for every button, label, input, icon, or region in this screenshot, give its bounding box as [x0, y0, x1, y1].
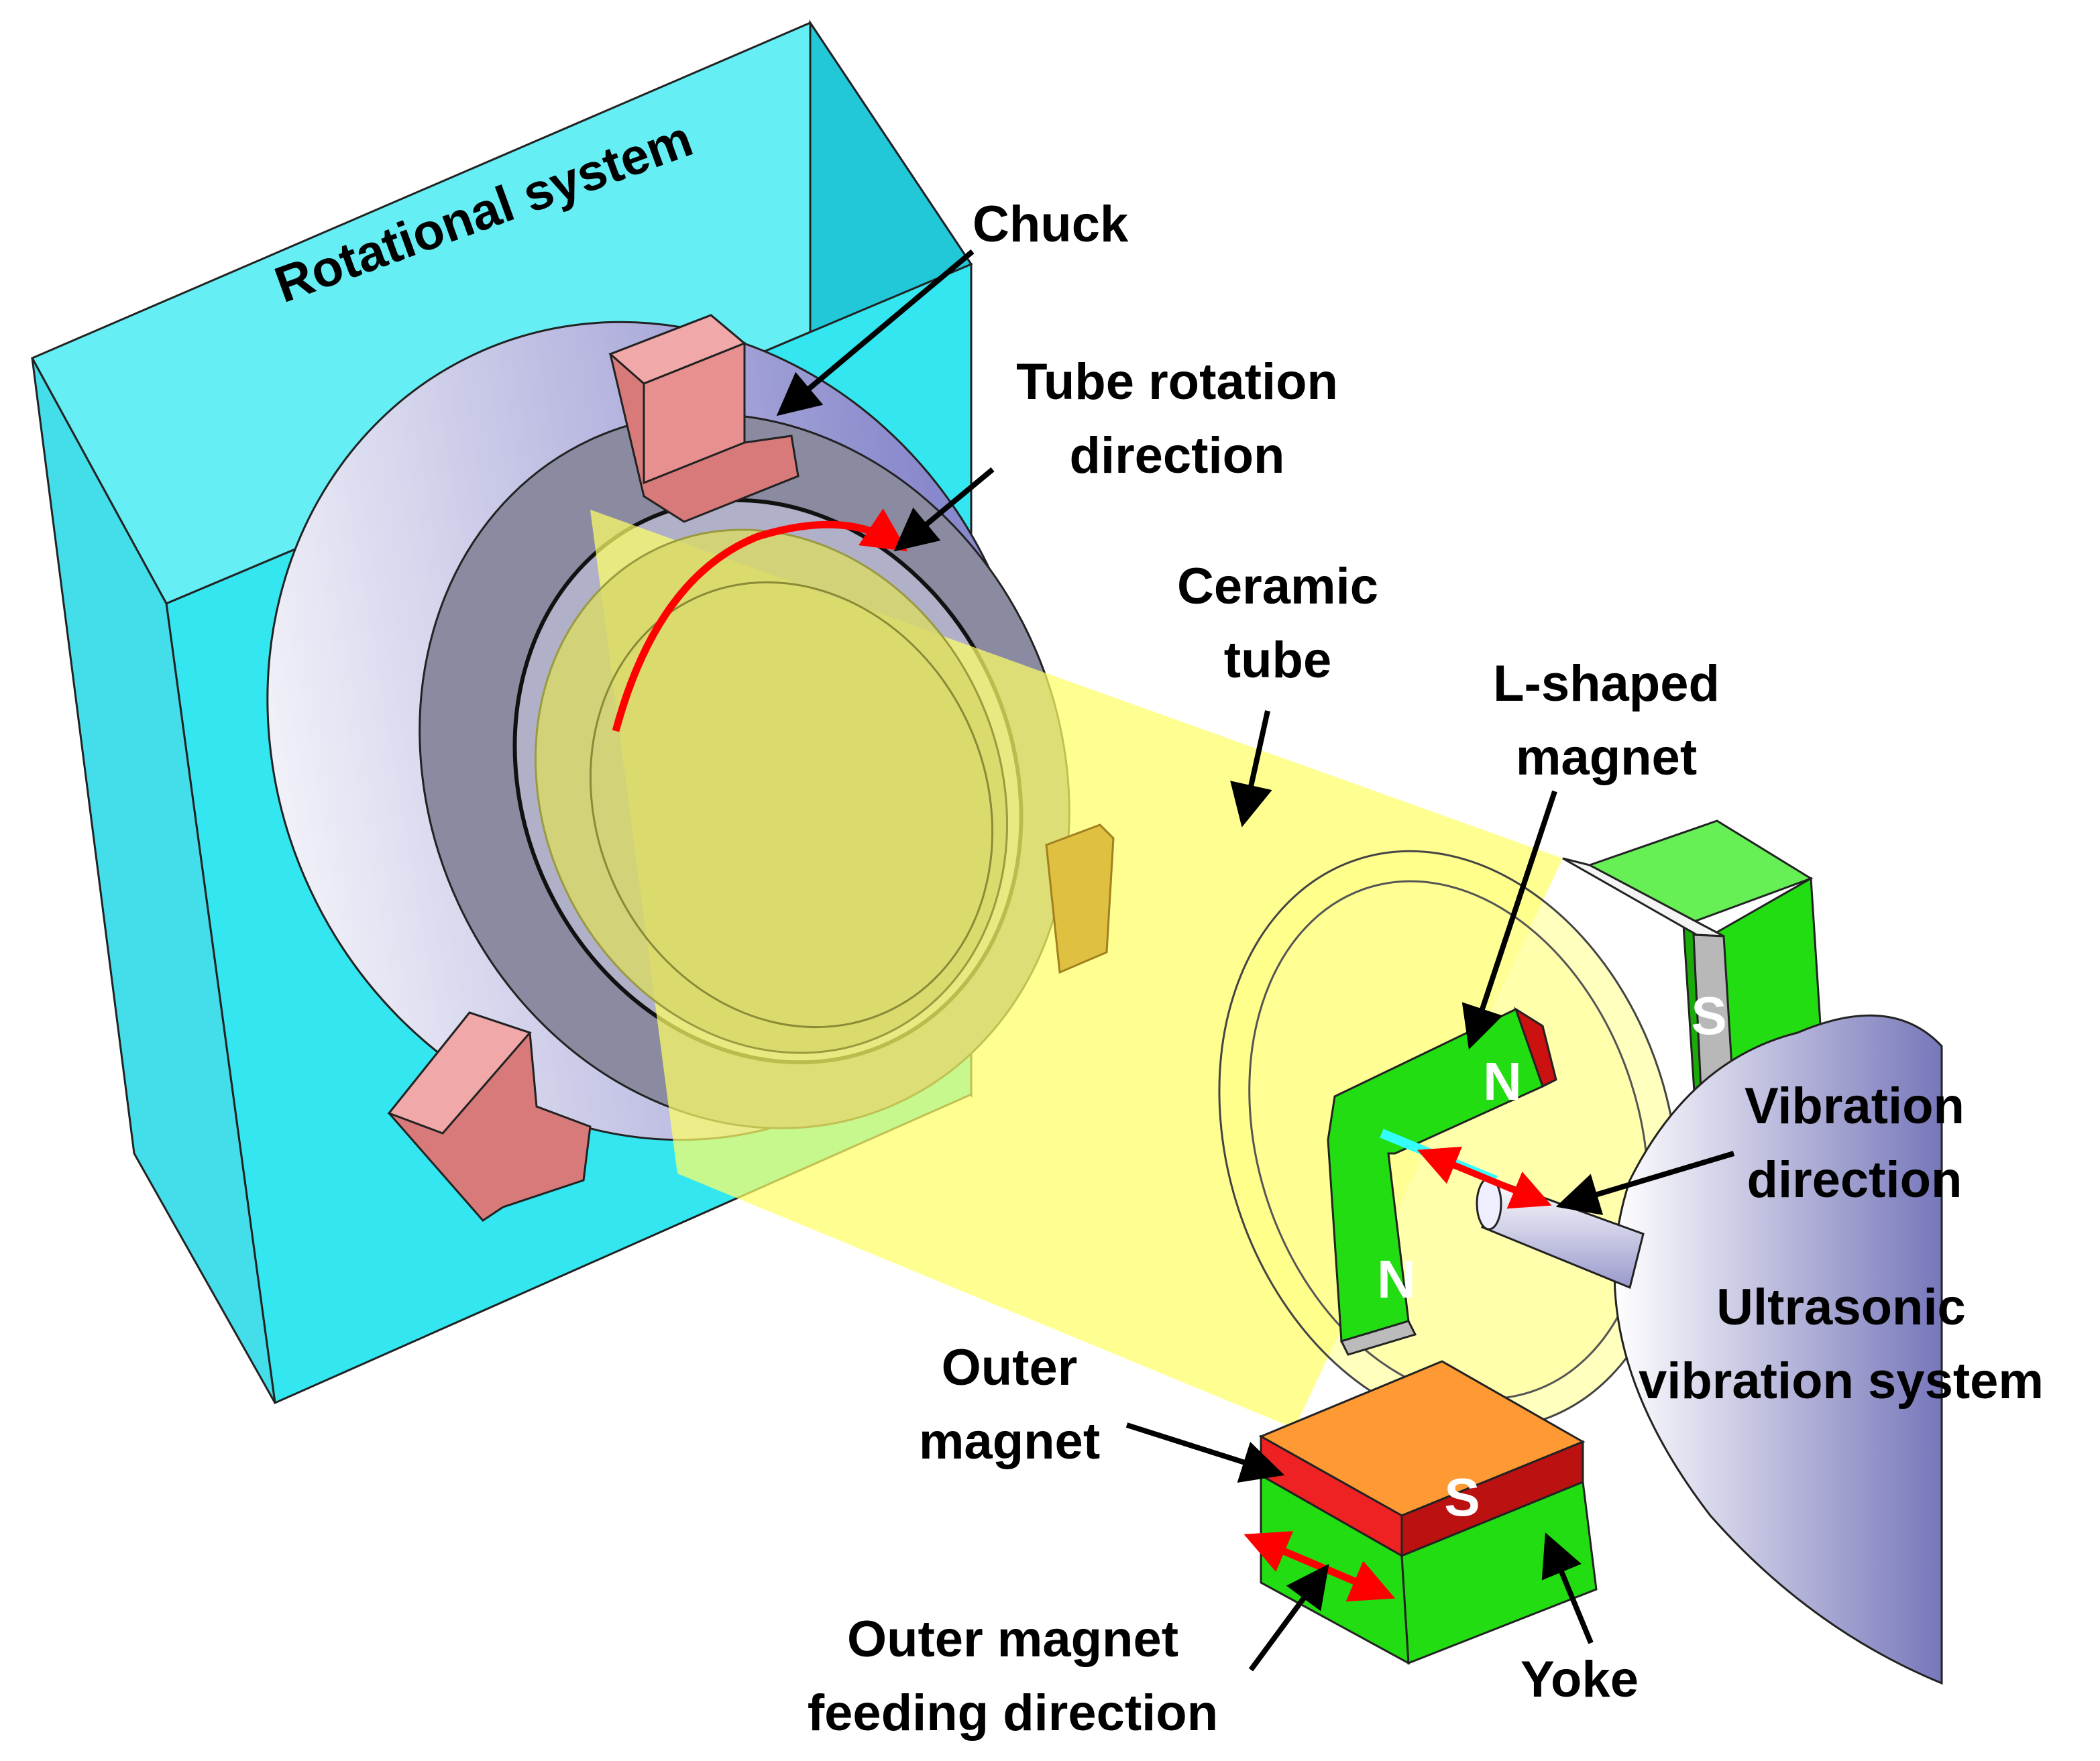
leader-feeding-direction [1248, 1564, 1329, 1672]
label-feed-2: feeding direction [808, 1685, 1218, 1742]
leader-vibration-direction [1555, 1151, 1735, 1215]
label-chuck: Chuck [973, 196, 1129, 253]
label-yoke: Yoke [1521, 1651, 1639, 1708]
label-ultra-2: vibration system [1639, 1353, 2044, 1410]
leader-ceramic-tube [1230, 710, 1272, 828]
leader-yoke [1541, 1532, 1594, 1644]
label-vib-2: direction [1747, 1151, 1963, 1208]
pole-label-s-right: S [1691, 986, 1726, 1045]
label-tube-rotation-1: Tube rotation [1016, 353, 1338, 410]
label-vib-1: Vibration [1745, 1078, 1965, 1135]
leader-l-shaped-magnet [1461, 790, 1557, 1050]
label-feed-1: Outer magnet [847, 1611, 1178, 1668]
pole-label-n-bottom: N [1377, 1249, 1416, 1309]
label-lmag-2: magnet [1516, 729, 1697, 786]
tube-rotation-arrow [612, 508, 908, 732]
label-lmag-1: L-shaped [1493, 655, 1720, 712]
chuck-jaw-top [608, 314, 799, 523]
vibration-direction-arrow [1417, 1146, 1552, 1209]
label-ultra-1: Ultrasonic [1716, 1279, 1966, 1336]
label-outer-2: magnet [919, 1413, 1100, 1470]
leader-chuck [776, 249, 975, 416]
pole-label-s-outer: S [1444, 1467, 1480, 1527]
label-ceramic-1: Ceramic [1177, 558, 1378, 615]
label-tube-rotation-2: direction [1070, 427, 1285, 484]
leader-tube-rotation [893, 467, 995, 552]
chuck-jaw-bottom [387, 1011, 592, 1222]
leader-outer-magnet [1125, 1422, 1285, 1483]
label-ceramic-2: tube [1224, 632, 1331, 689]
label-outer-1: Outer [942, 1339, 1078, 1396]
pole-label-n-top: N [1483, 1052, 1522, 1111]
